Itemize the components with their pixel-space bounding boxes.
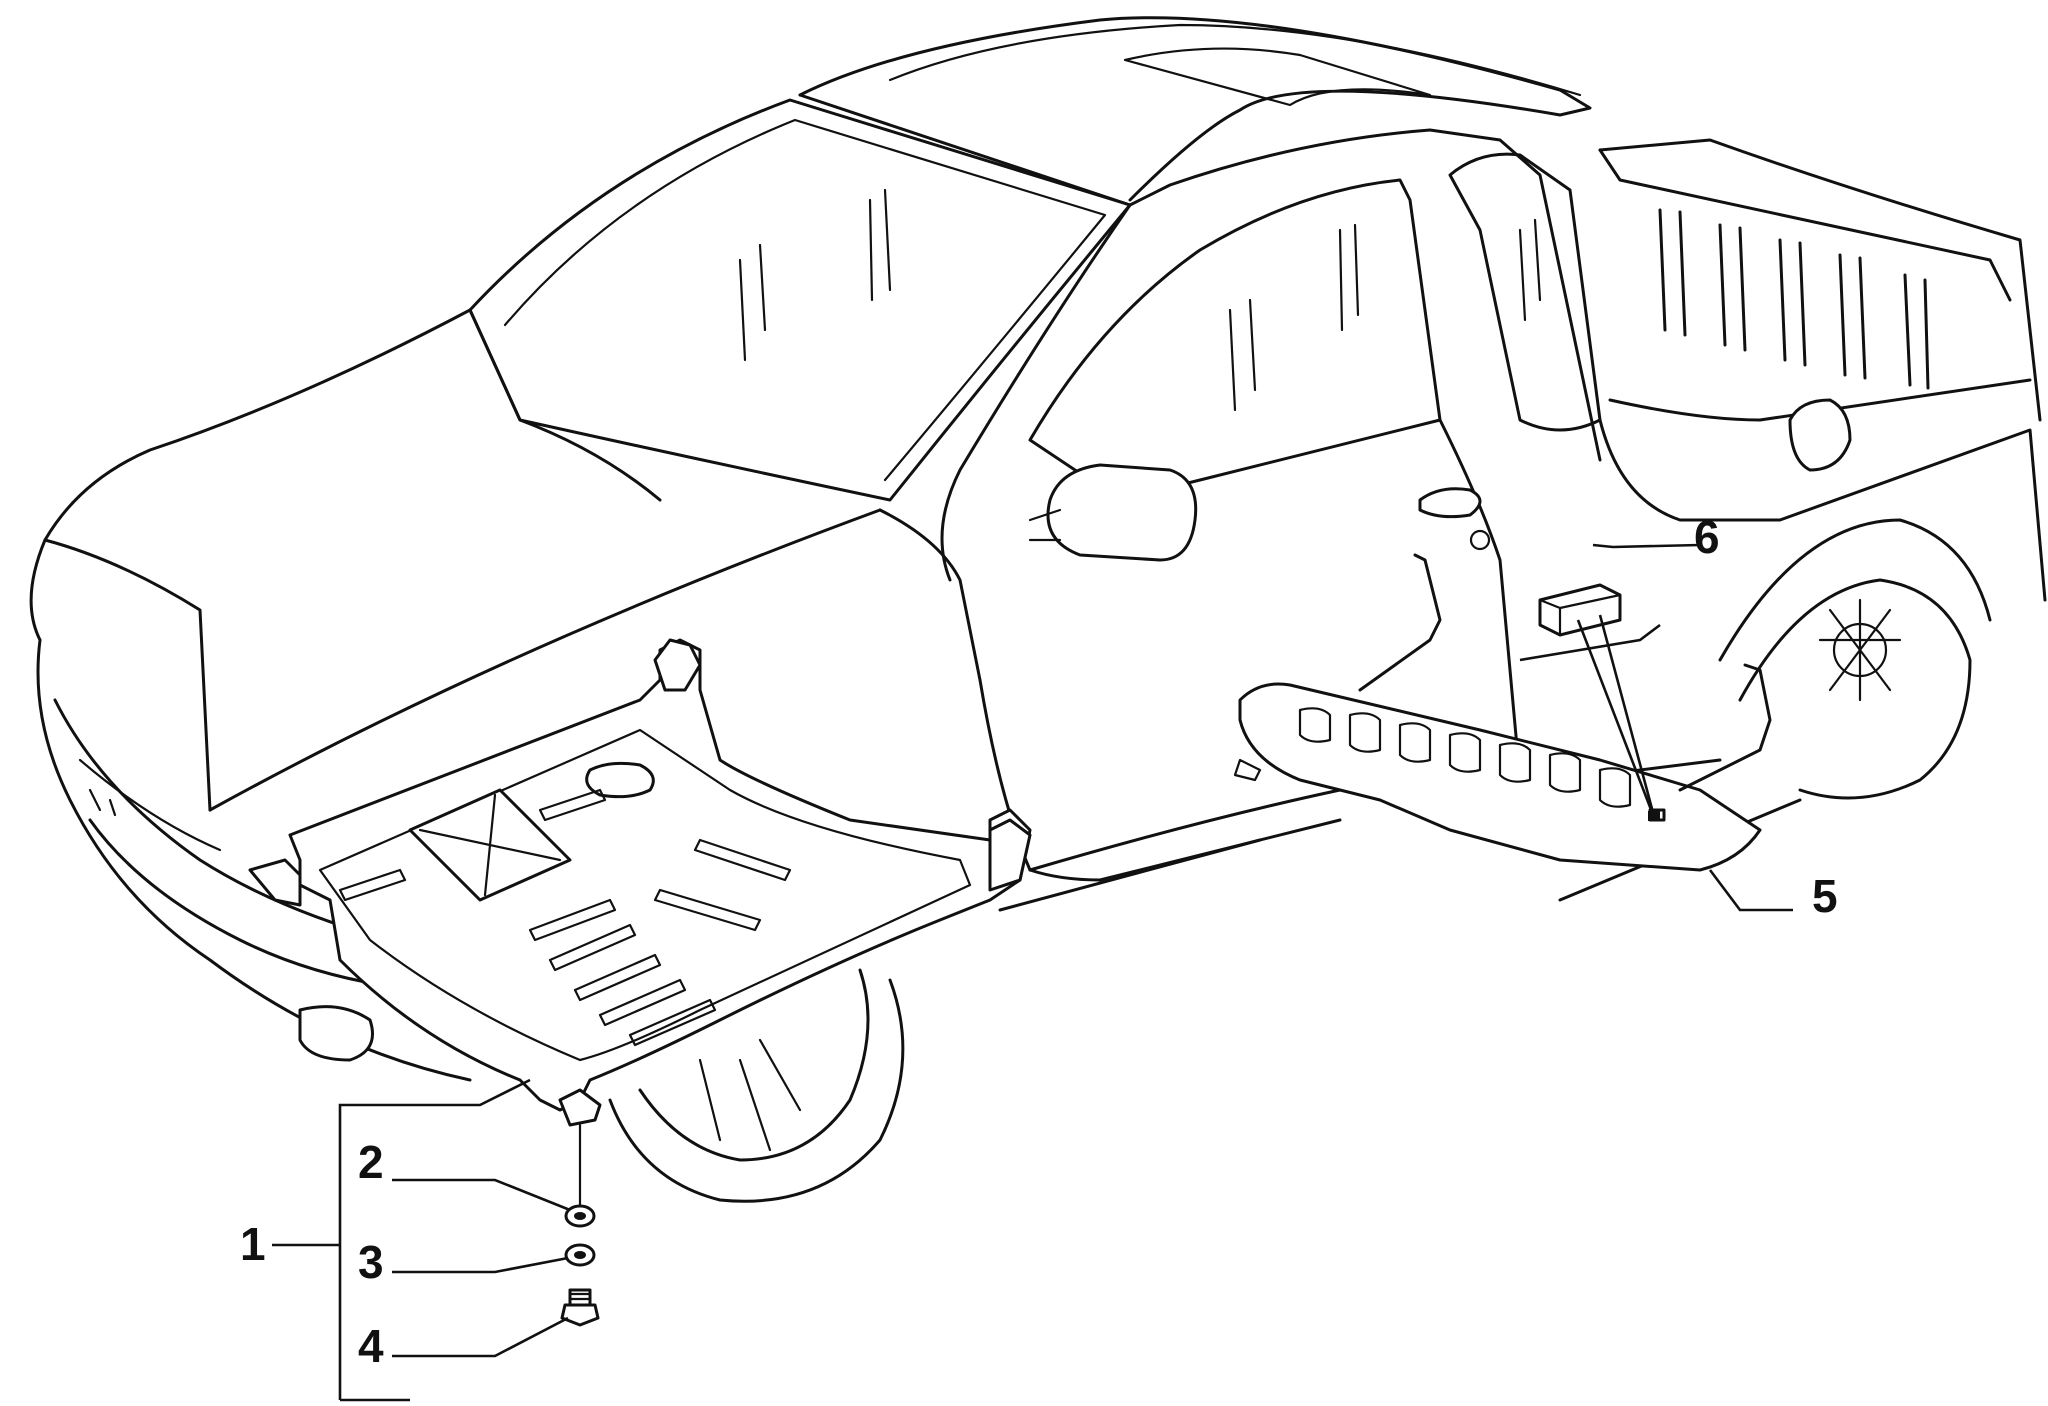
vehicle-body — [29, 16, 2047, 1203]
callout-1: 1 — [240, 1218, 266, 1270]
callout-2: 2 — [358, 1136, 384, 1188]
front-underbody-shield — [248, 638, 1032, 1127]
callout-3: 3 — [358, 1236, 384, 1288]
leader-1 — [338, 1078, 531, 1400]
bolt-part — [560, 1288, 600, 1327]
washer-part — [564, 1204, 596, 1228]
spacer-washer-part — [564, 1243, 596, 1267]
leader-6 — [1592, 543, 1701, 549]
leader-2 — [392, 1178, 571, 1212]
callout-6: 6 — [1694, 511, 1720, 563]
fasteners — [560, 1123, 600, 1327]
leader-5 — [1708, 869, 1793, 912]
callout-5: 5 — [1812, 870, 1838, 922]
leader-4 — [392, 1316, 569, 1358]
callout-4: 4 — [358, 1320, 384, 1372]
callout-labels: 1 2 3 4 5 6 — [240, 511, 1838, 1372]
callout-leaders — [272, 543, 1793, 1402]
leader-3 — [392, 1256, 569, 1274]
